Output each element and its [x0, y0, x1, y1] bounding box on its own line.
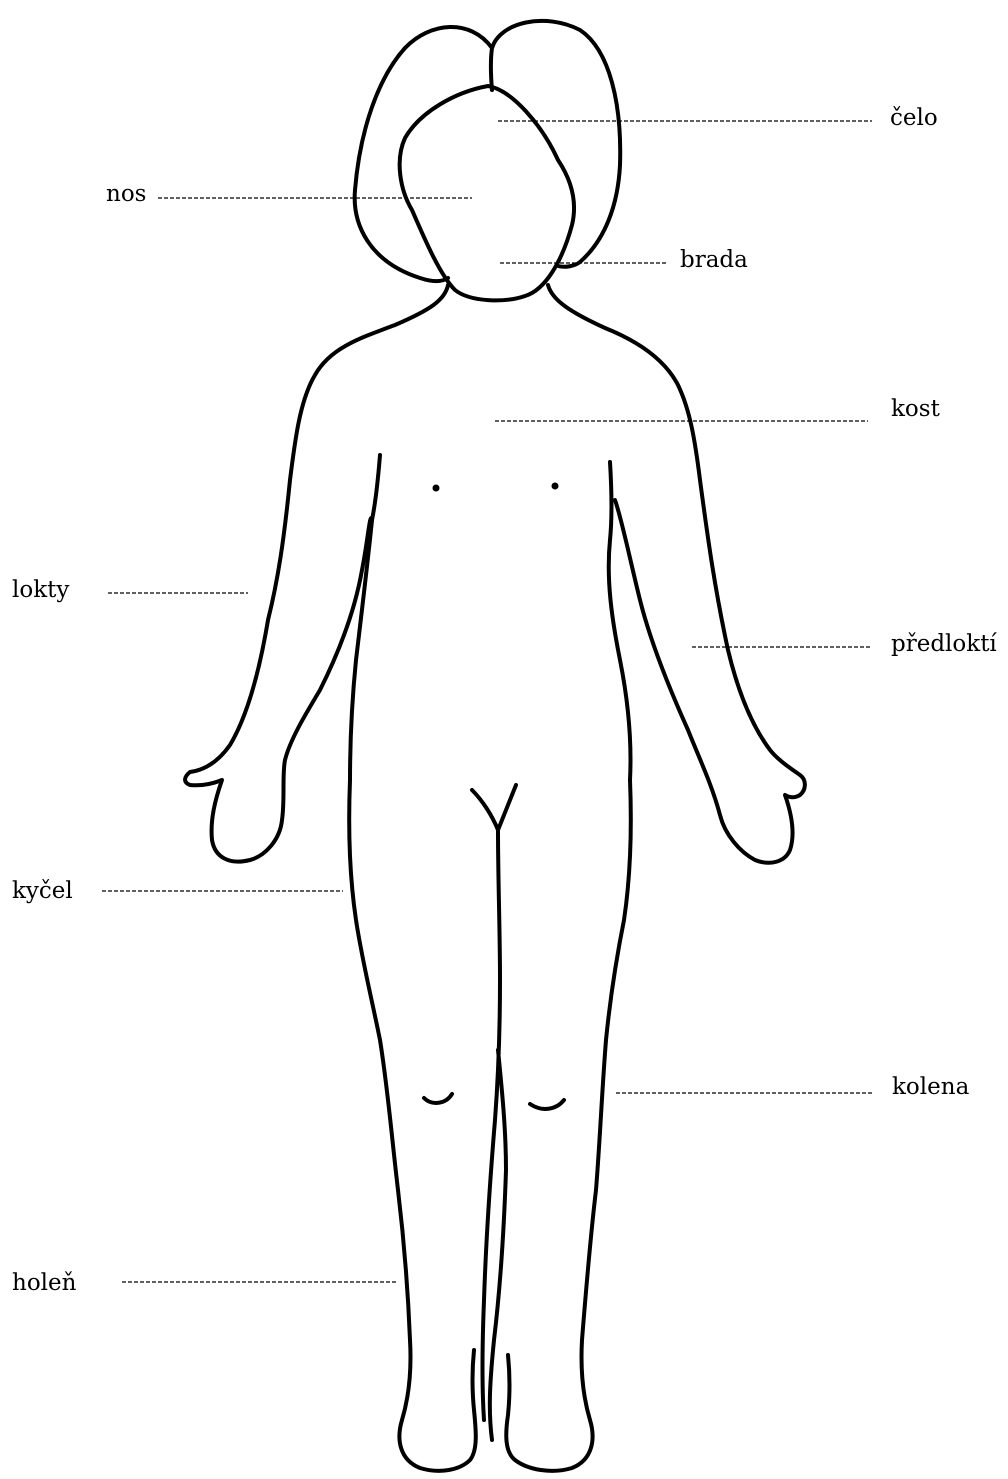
hair-outline — [355, 21, 621, 281]
body-left-outline — [185, 285, 448, 862]
label-elbows: lokty — [12, 579, 69, 602]
label-nose: nos — [106, 183, 146, 206]
face-outline — [400, 86, 574, 300]
label-shin: holeň — [12, 1272, 76, 1295]
left-inner-arm — [350, 455, 380, 780]
right-nipple — [552, 483, 559, 490]
body-right-outline — [548, 285, 805, 863]
left-knee-mark — [424, 1094, 452, 1103]
label-hip: kyčel — [12, 880, 73, 903]
right-leg-outline — [506, 780, 630, 1471]
left-leg-outline — [349, 780, 476, 1471]
crotch-outline — [472, 785, 516, 1440]
label-forearm: předloktí — [891, 633, 997, 656]
right-knee-mark — [530, 1100, 564, 1109]
label-chin: brada — [680, 249, 748, 272]
left-nipple — [433, 485, 440, 492]
label-forehead: čelo — [890, 107, 938, 130]
label-knees: kolena — [892, 1076, 969, 1099]
label-bone: kost — [891, 398, 940, 421]
